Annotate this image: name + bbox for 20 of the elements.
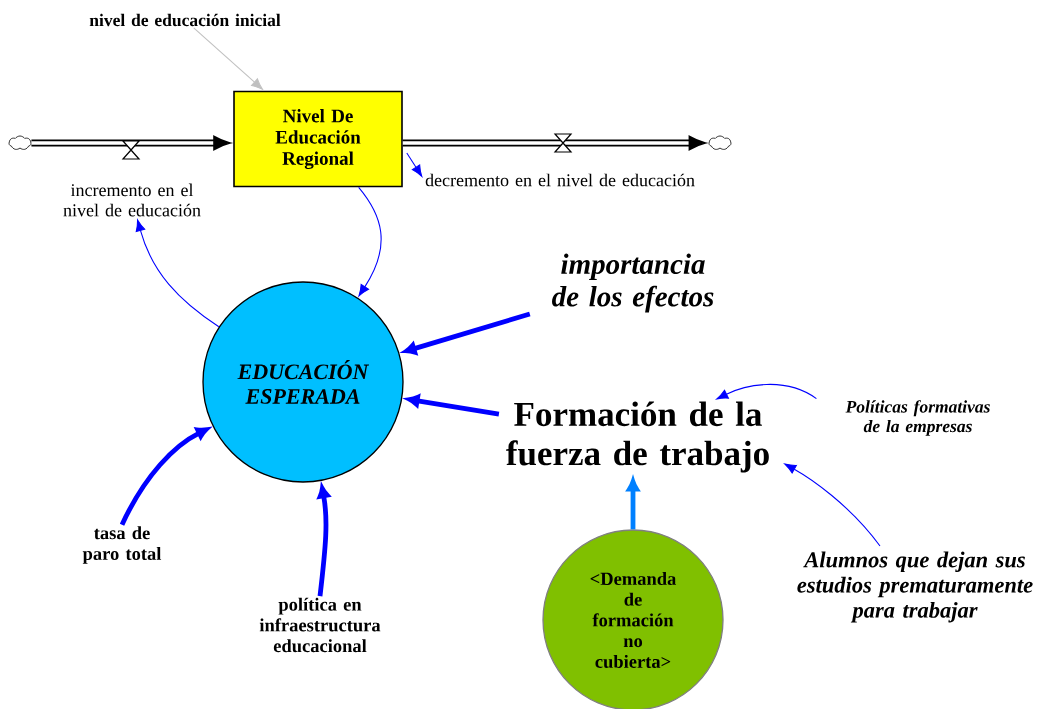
variable-label: Políticas formativas de la empresas — [845, 400, 990, 436]
variable-label: tasa de paro total — [82, 526, 162, 564]
flow-label: incremento en el nivel de educación — [63, 183, 201, 217]
stock-flow-pipe — [31, 135, 231, 151]
stock-flow-pipe — [402, 135, 707, 151]
variable-label: Alumnos que dejan sus estudios prematuramente para trabajar — [797, 551, 1033, 623]
arrow — [784, 463, 881, 547]
variable-label: Formación de la fuerza de trabajo — [506, 401, 769, 473]
arrow — [716, 383, 817, 400]
variable-label: política en infraestructura educacional — [259, 597, 381, 653]
flow-label: decremento en el nivel de educación — [425, 173, 695, 187]
variable-label: importancia de los efectos — [552, 253, 714, 313]
arrow — [135, 219, 220, 328]
arrow — [406, 152, 423, 177]
cloud-symbol — [708, 135, 732, 150]
arrow — [193, 27, 264, 90]
variable-label: nivel de educación inicial — [89, 13, 281, 27]
cloud-symbol — [8, 135, 32, 150]
stock-box: Nivel De Educación Regional — [233, 90, 403, 188]
arrow — [358, 186, 382, 297]
